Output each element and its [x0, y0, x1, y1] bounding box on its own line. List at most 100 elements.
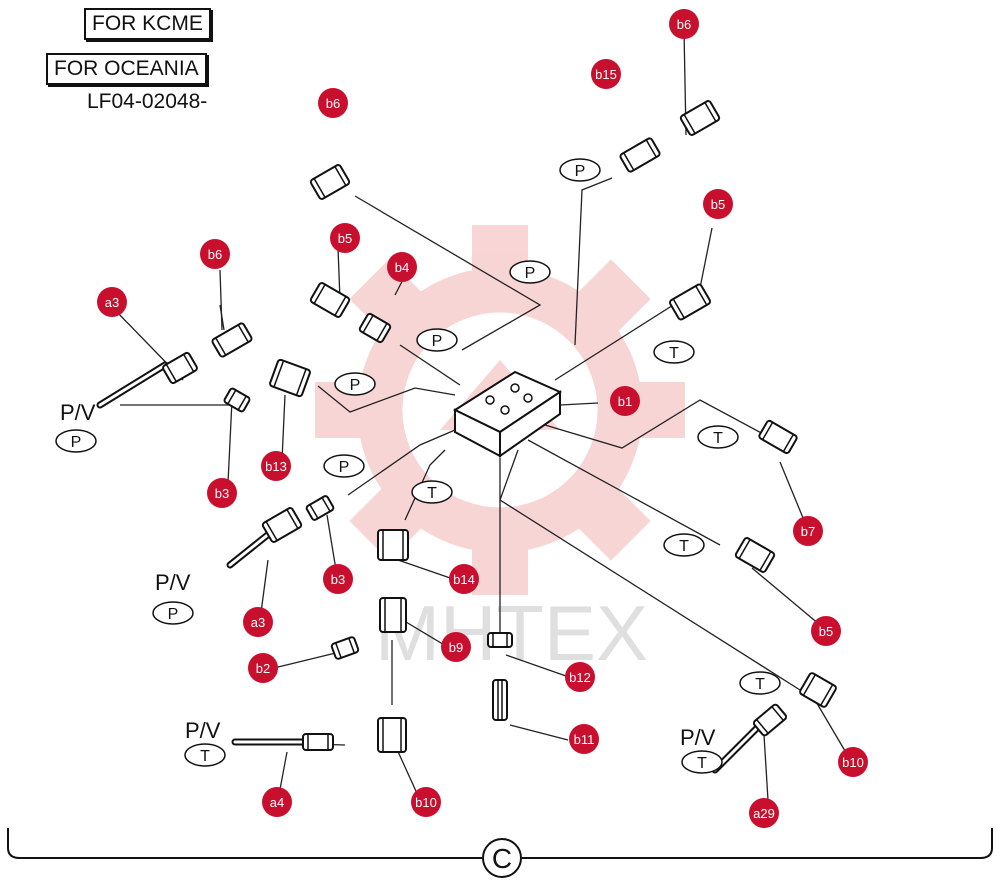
section-label: C — [492, 843, 512, 874]
callout-text: b12 — [569, 670, 591, 685]
port-label: P — [152, 601, 194, 625]
leader-line — [219, 269, 223, 331]
fitting — [492, 679, 508, 721]
port-label-text: P — [339, 459, 350, 476]
callout-text: b2 — [256, 661, 270, 676]
callout-b15: b15 — [591, 59, 621, 89]
port-label: T — [411, 480, 453, 504]
leader-line — [505, 654, 567, 677]
callout-text: b6 — [326, 96, 340, 111]
port-label-text: T — [697, 755, 707, 772]
callout-text: b6 — [208, 247, 222, 262]
callout-a29: a29 — [749, 798, 779, 828]
fitting — [358, 312, 392, 344]
port-label: T — [739, 671, 781, 695]
port-label-text: T — [669, 345, 679, 362]
callout-text: b5 — [819, 624, 833, 639]
fitting — [487, 632, 513, 648]
fitting — [162, 351, 198, 385]
callout-a3: a3 — [243, 607, 273, 637]
fitting — [269, 358, 311, 398]
callout-b5: b5 — [703, 189, 733, 219]
port-label-text: T — [755, 676, 765, 693]
leader-line — [405, 621, 447, 647]
leader-line — [354, 195, 542, 351]
manifold-port — [510, 383, 520, 393]
fitting — [309, 282, 351, 318]
pv-labels: P/V P/V P/V P/V — [60, 400, 716, 750]
port-label-text: T — [427, 485, 437, 502]
leader-line — [227, 399, 233, 484]
callout-text: b11 — [574, 732, 595, 747]
callout-b14: b14 — [449, 564, 479, 594]
callout-b3: b3 — [323, 564, 353, 594]
hose-core — [98, 363, 167, 407]
fitting — [752, 703, 788, 737]
port-label: T — [697, 425, 739, 449]
callout-b6: b6 — [200, 239, 230, 269]
port-label: P — [323, 454, 365, 478]
fitting — [734, 537, 776, 573]
leader-line — [509, 724, 569, 741]
callout-text: b10 — [415, 795, 437, 810]
port-label-text: P — [168, 606, 179, 623]
pv-label: P/V — [185, 718, 221, 743]
port-label-text: P — [575, 163, 586, 180]
callout-text: a3 — [105, 295, 119, 310]
fitting — [377, 717, 407, 753]
callout-text: b5 — [338, 231, 352, 246]
callout-text: b5 — [711, 197, 725, 212]
fitting — [302, 733, 334, 751]
port-label: T — [653, 340, 695, 364]
pv-label: P/V — [155, 570, 191, 595]
port-label: P — [509, 260, 551, 284]
callout-text: b15 — [595, 67, 617, 82]
port-label: T — [663, 533, 705, 557]
fitting — [377, 529, 409, 561]
pv-label: P/V — [60, 400, 96, 425]
callout-text: b3 — [215, 486, 229, 501]
leader-line — [763, 734, 769, 801]
callout-b9: b9 — [441, 632, 471, 662]
for-oceania-tag: FOR OCEANIA — [46, 53, 207, 85]
leader-line — [317, 385, 456, 413]
callout-text: a3 — [251, 615, 265, 630]
port-label-text: P — [525, 265, 536, 282]
fitting — [223, 387, 251, 413]
pv-label: P/V — [680, 725, 716, 750]
port-label: P — [416, 328, 458, 352]
fitting — [330, 636, 360, 660]
leader-line — [404, 449, 446, 521]
callout-text: a29 — [753, 806, 775, 821]
callout-b1: b1 — [610, 386, 640, 416]
fitting — [309, 164, 351, 200]
fitting — [758, 419, 798, 455]
callout-b2: b2 — [248, 653, 278, 683]
manifold-port — [523, 393, 533, 403]
fitting — [679, 100, 721, 136]
leader-line — [394, 744, 421, 801]
fitting — [211, 322, 253, 358]
port-label-text: P — [432, 333, 443, 350]
callout-b12: b12 — [565, 662, 595, 692]
callout-a3: a3 — [97, 287, 127, 317]
callout-text: b7 — [801, 524, 815, 539]
callout-text: b14 — [453, 572, 475, 587]
callout-text: b4 — [395, 260, 409, 275]
for-kcme-tag: FOR KCME — [84, 8, 211, 40]
fitting — [379, 597, 407, 633]
callout-a4: a4 — [262, 787, 292, 817]
callout-b6: b6 — [318, 88, 348, 118]
leader-line — [347, 429, 456, 496]
leader-line — [397, 559, 457, 581]
callout-text: b3 — [331, 572, 345, 587]
port-label: T — [681, 750, 723, 774]
part-code: LF04-02048- — [87, 90, 208, 113]
leader-line — [337, 247, 341, 301]
callout-text: b9 — [449, 640, 463, 655]
leader-line — [534, 399, 766, 449]
manifold-port — [500, 405, 510, 415]
leader-line — [527, 439, 721, 546]
